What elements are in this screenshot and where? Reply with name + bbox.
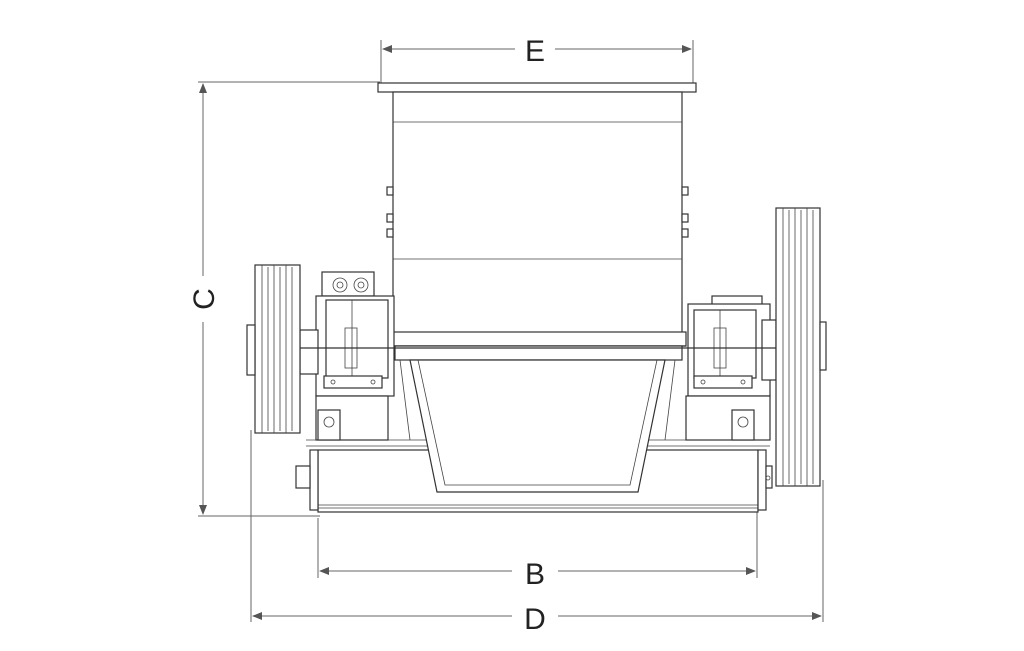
dimension-label-e: E [525, 35, 545, 68]
left-pulley [246, 264, 301, 434]
base-frame [295, 439, 773, 513]
dimension-b: B [317, 490, 758, 591]
right-pulley [775, 207, 827, 487]
dimension-e: E [380, 35, 694, 90]
dimension-label-b: B [525, 558, 545, 591]
discharge-chute [399, 359, 676, 493]
right-bearing-housing [685, 295, 777, 441]
left-bearing-housing [299, 271, 395, 441]
dimension-label-d: D [524, 603, 546, 636]
dimension-label-c: C [188, 288, 221, 310]
dimension-d: D [250, 430, 824, 636]
dimension-c: C [188, 81, 380, 517]
hopper [377, 82, 697, 361]
